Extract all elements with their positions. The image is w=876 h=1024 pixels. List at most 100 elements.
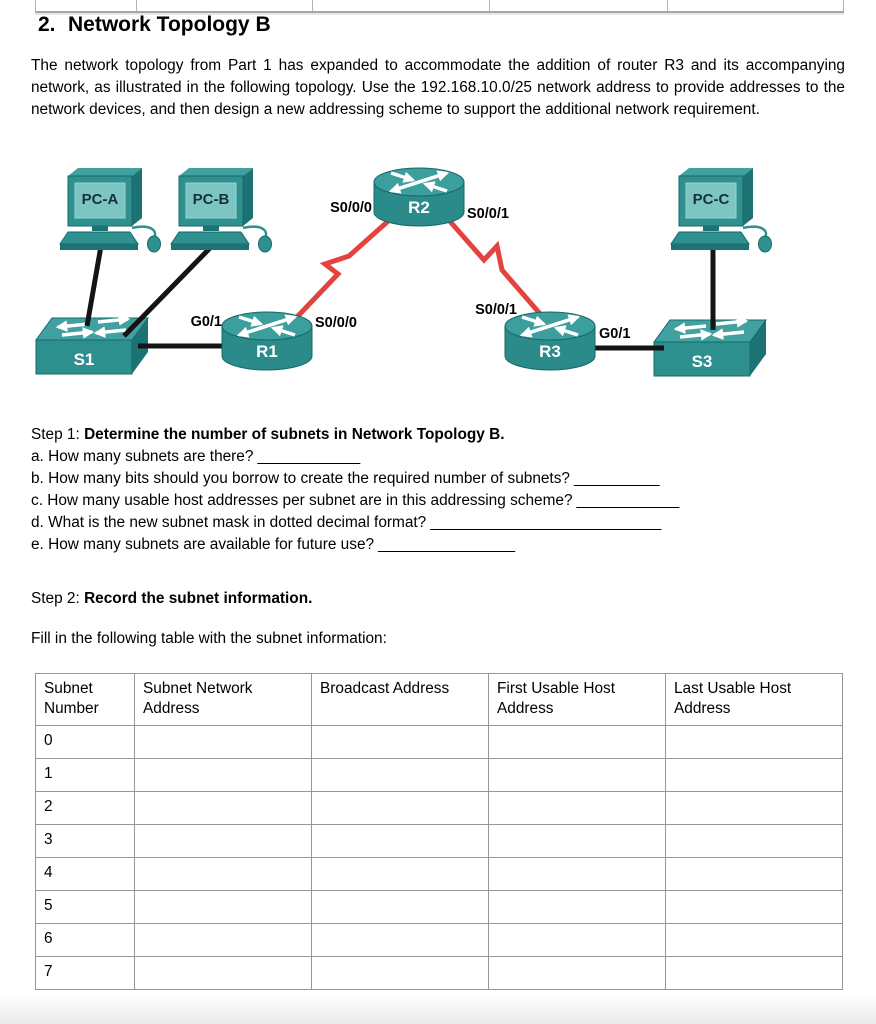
monitor-screen (74, 182, 126, 219)
subnet-cell (311, 890, 489, 924)
subnet-cell (311, 758, 489, 792)
interface-label-r1-g01: G0/1 (191, 314, 222, 330)
monitor-top (68, 168, 142, 176)
row-number-cell: 5 (35, 890, 135, 924)
keyboard (670, 231, 750, 245)
subnet-cell (134, 956, 312, 990)
subnet-cell (488, 725, 666, 759)
serial-link-r2-r3 (445, 216, 544, 318)
subnet-cell (488, 923, 666, 957)
switch-front (35, 339, 133, 375)
subnet-cell (665, 956, 843, 990)
monitor-top (679, 168, 753, 176)
monitor-screen (685, 182, 737, 219)
row-number-cell: 3 (35, 824, 135, 858)
step1-question-d: d. What is the new subnet mask in dotted… (31, 512, 679, 534)
monitor-neck (203, 226, 219, 231)
router-r3-icon: R3 (504, 311, 596, 371)
monitor-screen (185, 182, 237, 219)
subnet-cell (488, 890, 666, 924)
subnet-cell (134, 758, 312, 792)
router-r1-label: R1 (256, 342, 278, 361)
subnet-cell (134, 824, 312, 858)
switch-arrows-icon (55, 314, 131, 339)
subnet-cell (665, 791, 843, 825)
subnet-cell (665, 890, 843, 924)
monitor-side (132, 168, 142, 226)
subnet-cell (488, 791, 666, 825)
pc-c-icon: PC-C (670, 168, 772, 253)
pc-b-label: PC-B (193, 191, 230, 208)
monitor-side (743, 168, 753, 226)
subnet-cell (311, 791, 489, 825)
table-row: 4 (35, 857, 843, 891)
cable-pcb-s1 (122, 244, 214, 338)
interface-label-r2-s001: S0/0/1 (467, 206, 509, 222)
subnet-cell (488, 824, 666, 858)
switch-front (653, 341, 751, 377)
mouse-icon (258, 235, 272, 253)
subnet-cell (311, 923, 489, 957)
step1-question-c: c. How many usable host addresses per su… (31, 490, 679, 512)
interface-label-r3-g01: G0/1 (599, 326, 630, 342)
table-row: 7 (35, 956, 843, 990)
step2-title: Record the subnet information. (84, 590, 313, 607)
subnet-cell (134, 923, 312, 957)
question-text: a. How many subnets are there? (31, 448, 254, 465)
step2-label: Step 2: (31, 590, 85, 607)
keyboard-base (171, 244, 249, 250)
subnet-cell (134, 725, 312, 759)
header-subnet-network-address: Subnet Network Address (134, 673, 312, 726)
answer-blank: ____________ (257, 448, 361, 465)
table-row: 2 (35, 791, 843, 825)
router-r3-label: R3 (539, 342, 561, 361)
keyboard-base (671, 244, 749, 250)
subnet-cell (488, 956, 666, 990)
fill-instruction: Fill in the following table with the sub… (31, 630, 387, 647)
subnet-cell (134, 857, 312, 891)
monitor-top (179, 168, 253, 176)
subnet-cell (311, 824, 489, 858)
subnet-table: Subnet Number Subnet Network Address Bro… (35, 673, 843, 990)
subnet-cell (665, 857, 843, 891)
pc-a-label: PC-A (82, 191, 119, 208)
question-text: d. What is the new subnet mask in dotted… (31, 514, 427, 531)
section-number: 2. (38, 13, 56, 36)
router-arrows-icon (519, 314, 581, 338)
step1-label: Step 1: (31, 426, 85, 443)
previous-table-fragment (35, 0, 844, 13)
table-row: 3 (35, 824, 843, 858)
keyboard-base (60, 244, 138, 250)
subnet-cell (488, 758, 666, 792)
row-number-cell: 1 (35, 758, 135, 792)
row-number-cell: 7 (35, 956, 135, 990)
subnet-table-header-row: Subnet Number Subnet Network Address Bro… (35, 673, 843, 726)
cable-pca-s1 (84, 245, 104, 327)
router-arrows-icon (236, 314, 298, 338)
row-number-cell: 0 (35, 725, 135, 759)
subnet-cell (134, 791, 312, 825)
subnet-cell (665, 758, 843, 792)
step1-title: Determine the number of subnets in Netwo… (84, 426, 505, 443)
subnet-cell (134, 890, 312, 924)
answer-blank: ___________________________ (430, 514, 662, 531)
question-text: b. How many bits should you borrow to cr… (31, 470, 570, 487)
switch-arrows-icon (673, 316, 749, 341)
subnet-cell (311, 725, 489, 759)
serial-link-r1-r2 (295, 213, 397, 319)
router-r2-icon: R2 (373, 167, 465, 227)
step2-heading: Step 2: Record the subnet information. (31, 588, 312, 610)
row-number-cell: 2 (35, 791, 135, 825)
intro-paragraph: The network topology from Part 1 has exp… (31, 57, 845, 118)
router-r2-label: R2 (408, 198, 430, 217)
interface-label-r2-s000: S0/0/0 (330, 200, 372, 216)
page-bottom-fade (0, 994, 876, 1024)
interface-label-r3-s001: S0/0/1 (475, 302, 517, 318)
ethernet-cables (84, 244, 716, 351)
step1-question-b: b. How many bits should you borrow to cr… (31, 468, 679, 490)
monitor-side (243, 168, 253, 226)
switch-side (750, 320, 766, 376)
step1-heading: Step 1: Determine the number of subnets … (31, 424, 679, 446)
subnet-cell (665, 725, 843, 759)
pc-b-icon: PC-B (170, 168, 272, 253)
